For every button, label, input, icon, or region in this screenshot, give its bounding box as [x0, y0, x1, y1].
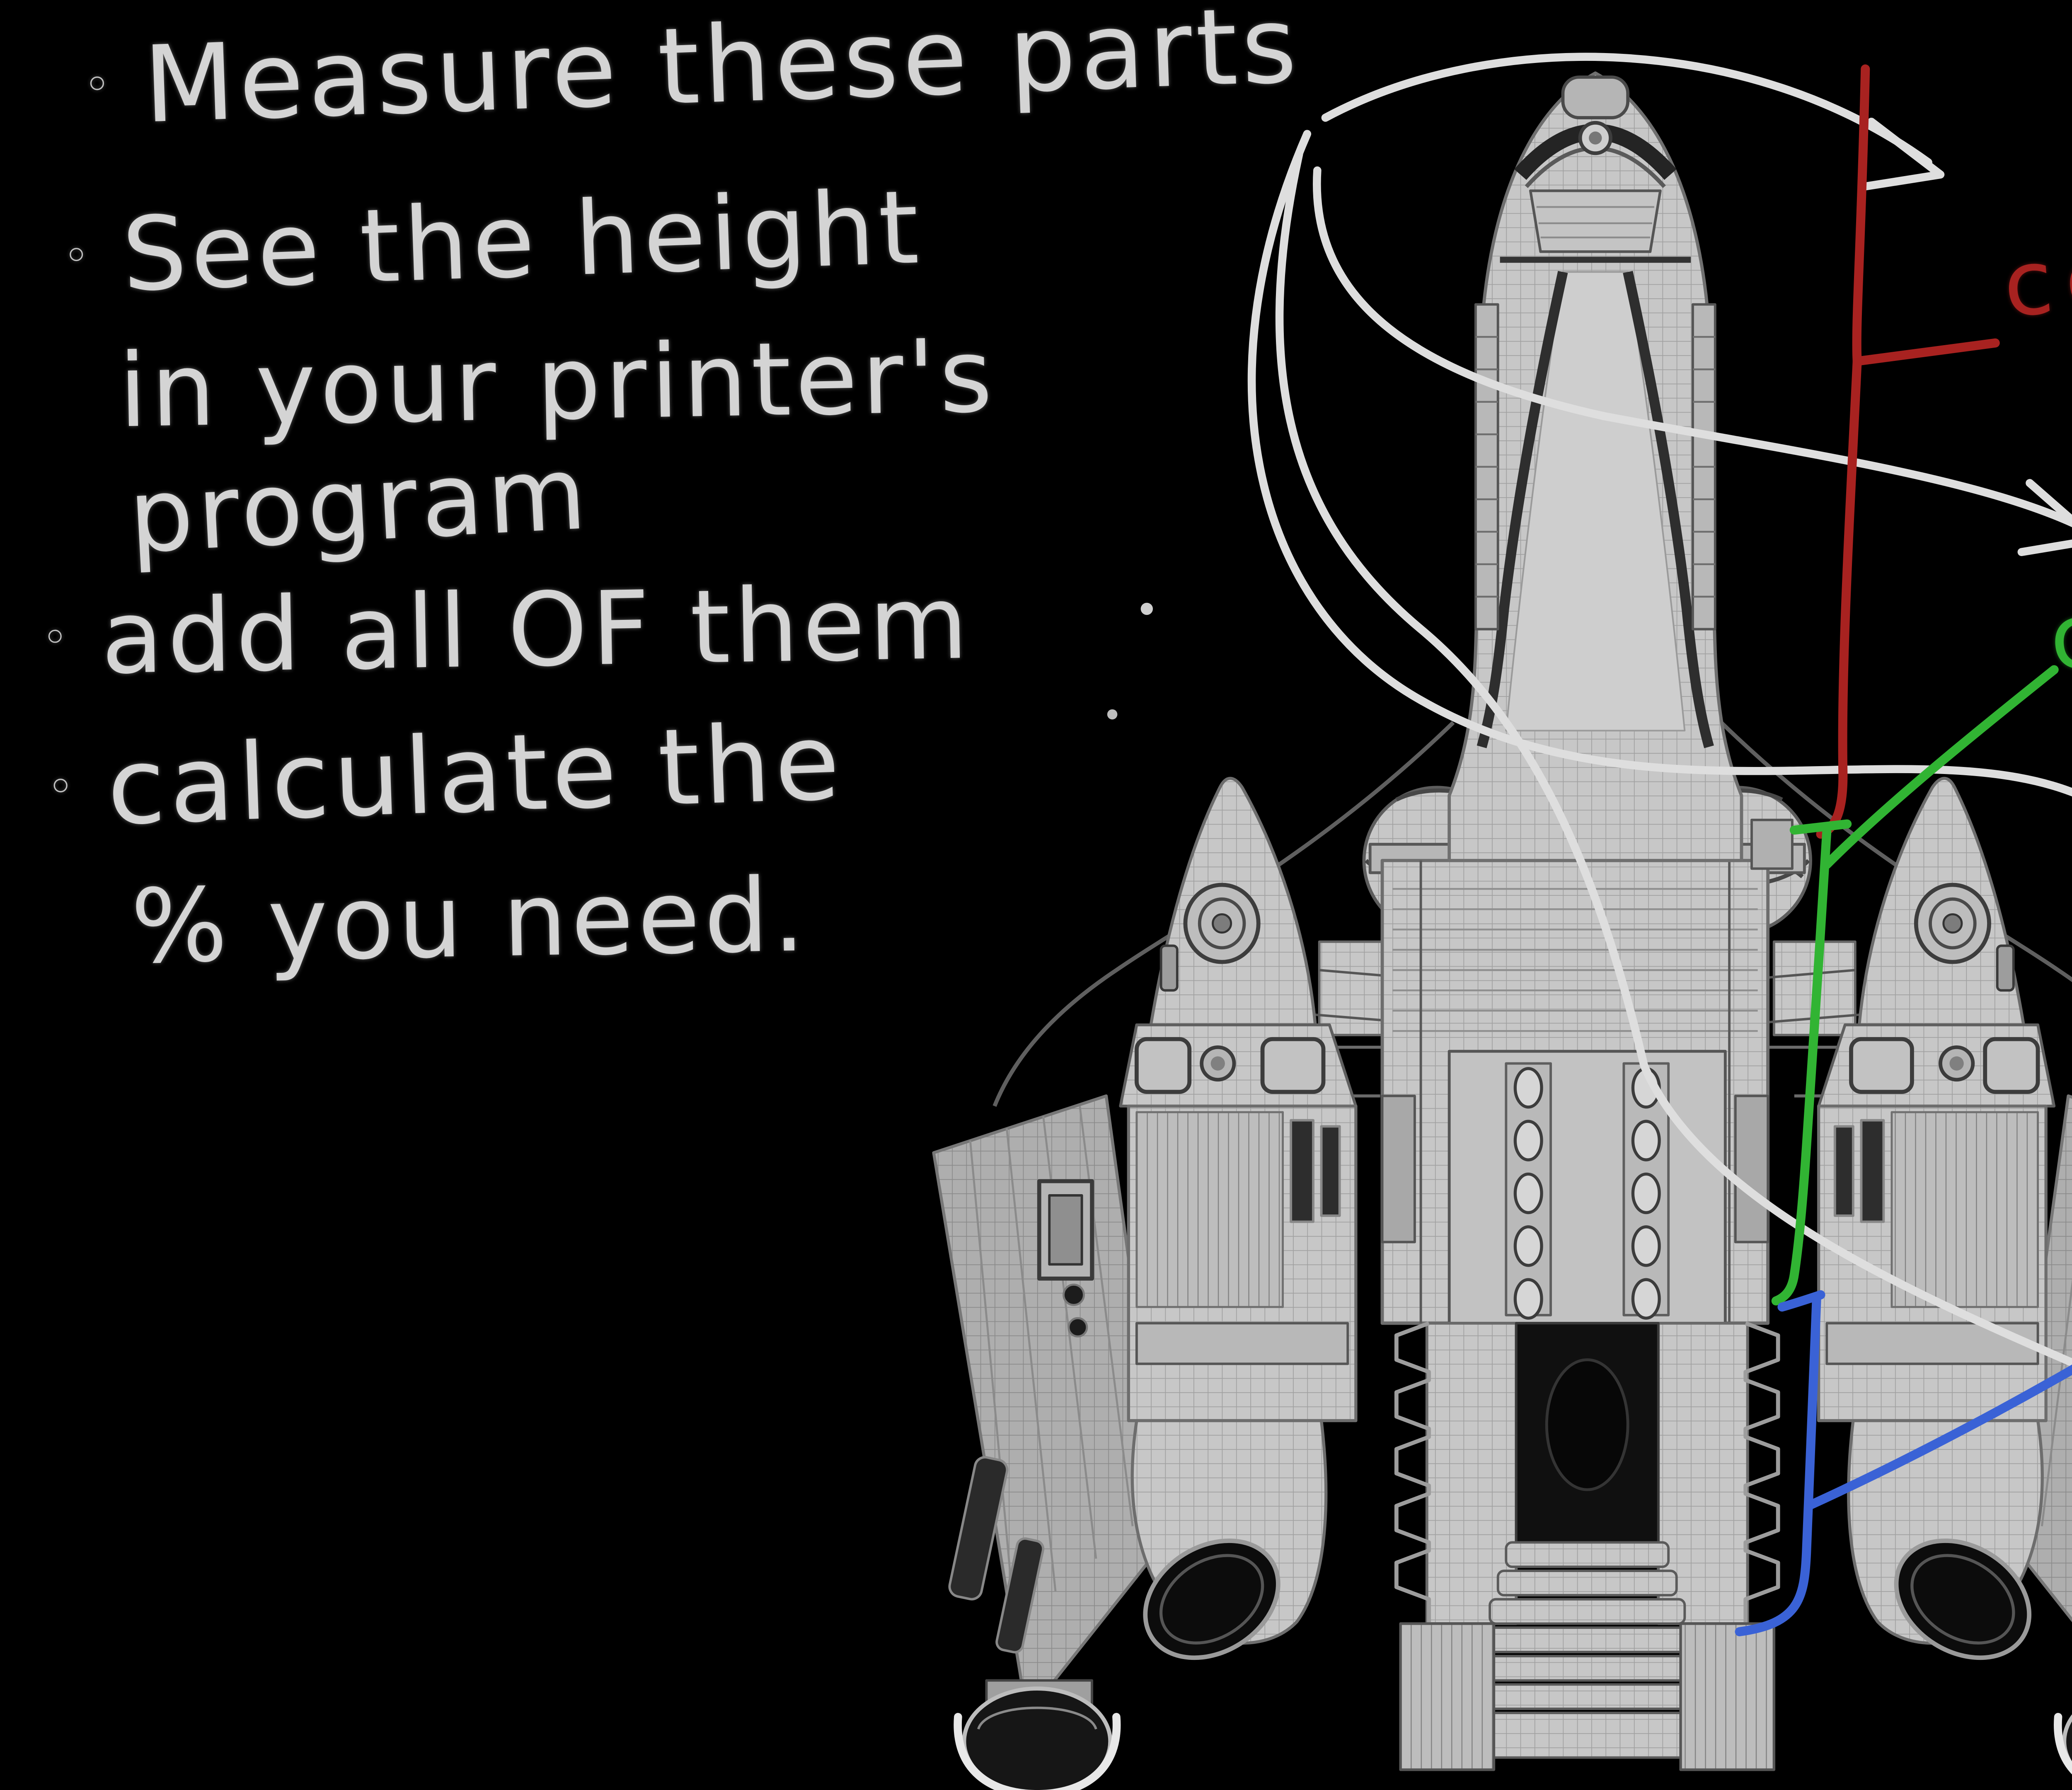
note-line: ◦ add all OF them: [41, 564, 973, 698]
leg-foot-left: [1399, 1622, 1496, 1771]
note-text: program: [126, 434, 593, 576]
pillar-slots: [1513, 1067, 1661, 1320]
neck-column: [1505, 271, 1686, 732]
bracket-small-pillars: [1735, 1290, 2072, 1637]
measure-line-centre-piece-bottom: [1771, 665, 2059, 1306]
stair-right: [1743, 1321, 1780, 1624]
arrow-to-small-pillars: [1247, 130, 2072, 797]
note-text: % you need.: [130, 856, 810, 987]
bullet-dot: ◦: [62, 230, 95, 284]
arrow-to-feet: [1275, 150, 2072, 1367]
leg-foot-right: [1679, 1622, 1776, 1771]
arrow-to-centre-piece-bottom: [1313, 166, 2072, 556]
bullet-dot: ◦: [82, 56, 116, 115]
side-pod-left: [932, 776, 1415, 1790]
note-text: in your printer's: [118, 317, 997, 451]
measure-line-centre-piece-down: [1816, 64, 2000, 839]
note-line: % you need.: [130, 857, 810, 987]
note-line: program: [126, 435, 593, 576]
arrow-to-centre-piece-down: [1321, 53, 1945, 191]
neck-groove-right: [1623, 271, 1714, 748]
ship: [932, 71, 2072, 1790]
windshield-panel: [1529, 189, 1662, 253]
center-nozzle: [1545, 1358, 1629, 1491]
bullet-dot: ◦: [46, 759, 80, 817]
speck: [1107, 709, 1118, 720]
hull-curve-left: [992, 721, 1455, 1107]
legs: [1394, 1321, 1780, 1771]
skirt: [1460, 1541, 1714, 1759]
head-cap: [1561, 75, 1630, 120]
torso: [1368, 818, 1806, 1325]
side-pod-right: [1760, 778, 2072, 1790]
speck: [1140, 602, 1153, 615]
bullet-dot: ◦: [41, 612, 73, 665]
head: [1447, 71, 1743, 862]
hull-curve-right: [1720, 721, 2072, 982]
wing: [932, 1094, 1169, 1717]
note-text: calculate the: [105, 703, 846, 850]
pod-foot: [954, 1679, 1121, 1790]
note-line: in your printer's: [118, 317, 997, 450]
stair-left: [1394, 1321, 1431, 1624]
note-text: add all OF them: [100, 564, 973, 697]
